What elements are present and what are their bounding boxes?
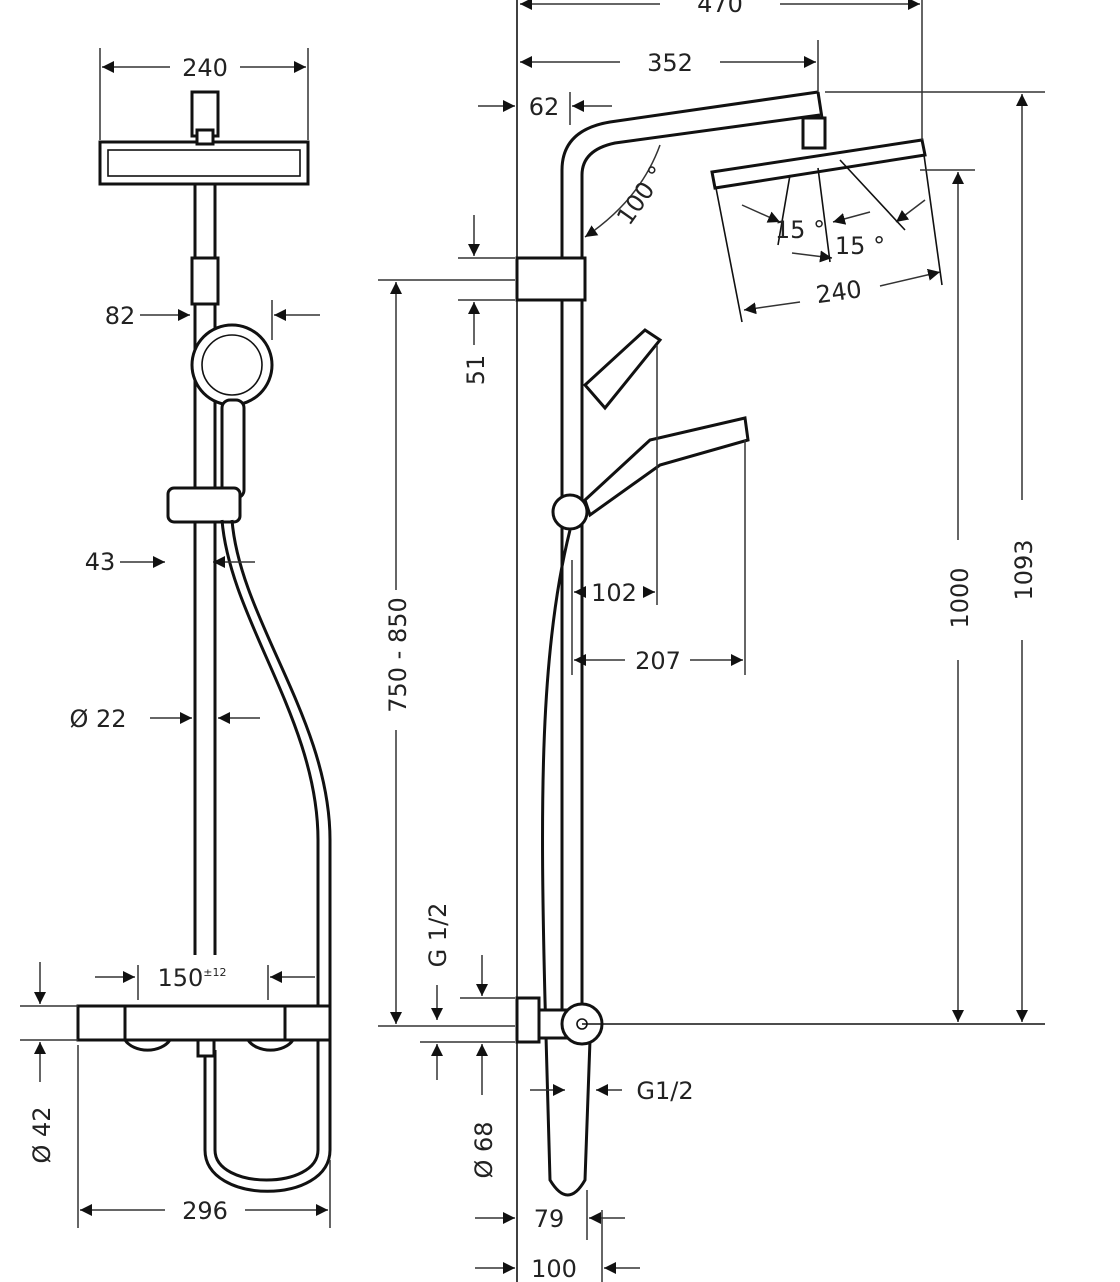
hose-front <box>203 519 332 1193</box>
dim-bracket-position: 750 - 850 <box>384 597 412 713</box>
hand-shower-side-upper <box>582 328 663 411</box>
wall-bracket <box>515 256 587 302</box>
dim-head-height: 1000 <box>946 567 974 628</box>
pipe-sleeve <box>190 256 220 306</box>
dim-outlet-thread: G1/2 <box>636 1077 693 1105</box>
hand-shower-front <box>190 323 274 407</box>
thermostat-mixer-front <box>76 1004 332 1042</box>
dim-wall-distance-2: 100 <box>531 1255 577 1282</box>
dim-bracket-height: 51 <box>462 355 490 386</box>
dim-mixer-width: 296 <box>182 1197 228 1225</box>
riser-pipe-side <box>560 90 819 1010</box>
dim-inlet-thread: G 1/2 <box>424 903 452 968</box>
dim-holder-offset: 43 <box>85 548 116 576</box>
shower-holder <box>166 486 242 524</box>
dim-handshower-projection-2: 207 <box>635 647 681 675</box>
front-view: 240 82 43 Ø 22 150±12 Ø 42 296 <box>20 48 332 1228</box>
side-view: 470 352 62 100 ° 15 ° 15 ° 240 51 750 - … <box>378 0 1045 1282</box>
dim-head-width-side: 240 <box>814 275 863 309</box>
dim-head-width: 240 <box>182 54 228 82</box>
overhead-shower-front <box>98 140 310 186</box>
dim-pipe-offset: 62 <box>529 93 560 121</box>
dim-total-projection: 470 <box>697 0 743 18</box>
dim-handshower-diameter: 82 <box>105 302 136 330</box>
overhead-shower-side <box>710 138 927 190</box>
dim-mixer-diameter: Ø 68 <box>470 1121 498 1178</box>
dim-pipe-diameter: Ø 22 <box>69 705 126 733</box>
dim-arm-projection: 352 <box>647 49 693 77</box>
dim-total-height: 1093 <box>1010 539 1038 600</box>
dim-mixer-height: Ø 42 <box>28 1106 56 1163</box>
hose-side <box>541 529 592 1197</box>
dim-wall-distance-1: 79 <box>534 1205 565 1233</box>
dim-arm-angle: 100 ° <box>611 161 671 231</box>
dim-spray-angle-1: 15 ° <box>775 216 825 244</box>
hand-shower-side-lower <box>583 416 750 518</box>
dim-spray-angle-2: 15 ° <box>835 232 885 260</box>
dim-handshower-projection-1: 102 <box>591 579 637 607</box>
holder-knob <box>551 493 589 531</box>
dim-mixer-centres: 150±12 <box>157 964 226 992</box>
